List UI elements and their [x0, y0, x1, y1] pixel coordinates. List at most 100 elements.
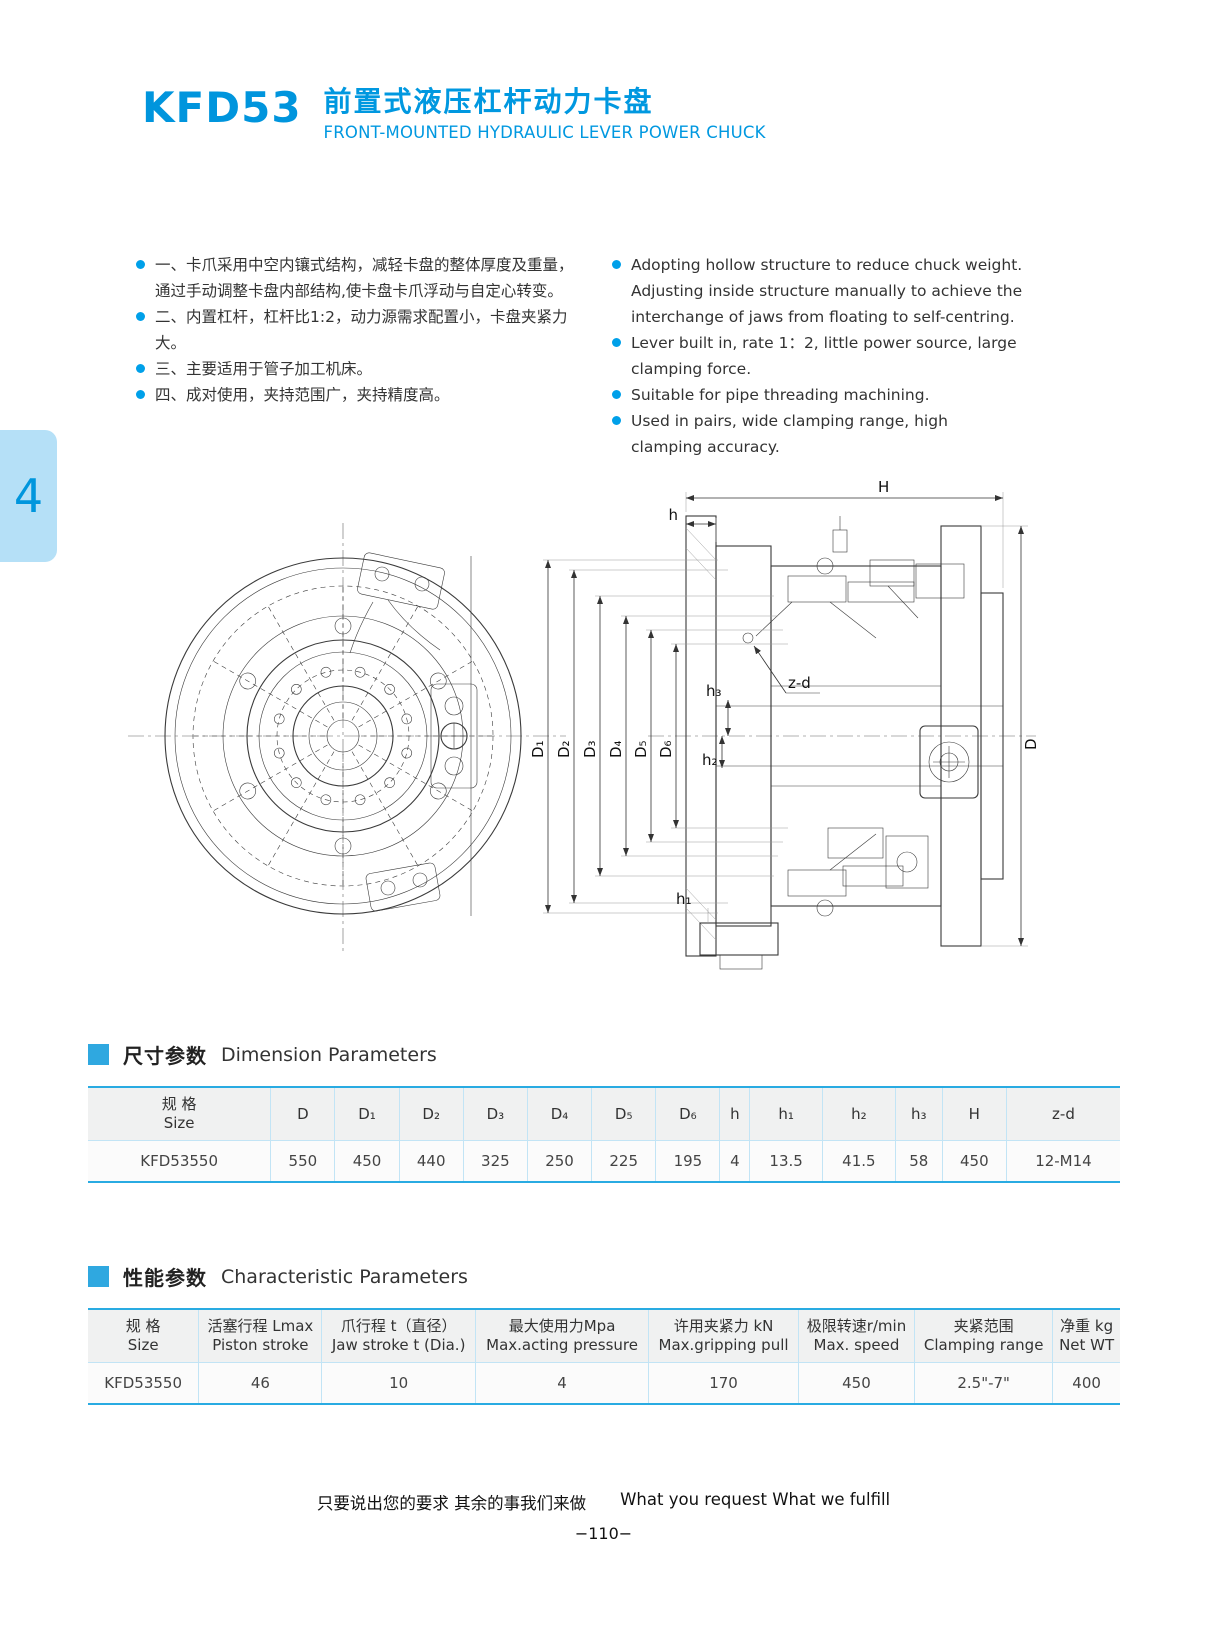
table-cell: 250	[526, 1140, 593, 1183]
table-cell: 195	[655, 1140, 721, 1183]
bullet-icon	[612, 260, 621, 269]
bullet-icon	[136, 260, 145, 269]
column-header: 爪行程 t（直径）Jaw stroke t (Dia.)	[321, 1308, 476, 1363]
table-cell: 450	[334, 1140, 400, 1183]
column-header: D	[270, 1086, 336, 1141]
characteristic-section-heading: 性能参数 Characteristic Parameters	[88, 1262, 468, 1291]
table-cell: KFD53550	[88, 1362, 200, 1405]
dim-label-d5: D₅	[632, 740, 650, 758]
table-cell: 2.5"-7"	[914, 1362, 1054, 1405]
bolt-holes-inner	[273, 666, 413, 806]
technical-drawing: D₁ D₂ D₃ D₄ D₅ D₆ H h D	[88, 468, 1133, 1026]
dimension-section-title-en: Dimension Parameters	[221, 1043, 437, 1066]
dimension-lines: D₁ D₂ D₃ D₄ D₅ D₆ H h D	[529, 478, 1040, 947]
table-cell: 325	[462, 1140, 528, 1183]
table-cell: 170	[648, 1362, 799, 1405]
feature-item: Suitable for pipe threading machining.	[612, 382, 1024, 408]
chapter-number: 4	[13, 469, 44, 523]
table-cell: 10	[321, 1362, 476, 1405]
column-header: h₃	[894, 1086, 943, 1141]
table-cell: 13.5	[749, 1140, 823, 1183]
column-header: h₁	[749, 1086, 823, 1141]
feature-text: 一、卡爪采用中空内镶式结构，减轻卡盘的整体厚度及重量，通过手动调整卡盘内部结构,…	[155, 256, 574, 300]
feature-text: Lever built in, rate 1：2, little power s…	[631, 334, 1017, 378]
product-title-cn: 前置式液压杠杆动力卡盘	[323, 85, 654, 118]
table-cell: 12-M14	[1005, 1140, 1120, 1183]
dim-label-h-cap: H	[878, 478, 889, 496]
table-cell: 450	[797, 1362, 916, 1405]
column-header: D₁	[334, 1086, 400, 1141]
dim-label-d3: D₃	[581, 740, 599, 758]
dim-label-d: D	[1022, 738, 1040, 750]
table-cell: 450	[941, 1140, 1007, 1183]
table-cell: 225	[591, 1140, 657, 1183]
table-cell: 4	[474, 1362, 650, 1405]
bullet-icon	[612, 416, 621, 425]
feature-list-cn: 一、卡爪采用中空内镶式结构，减轻卡盘的整体厚度及重量，通过手动调整卡盘内部结构,…	[136, 252, 588, 408]
dim-label-h2: h₂	[702, 751, 718, 769]
column-header: D₄	[526, 1086, 593, 1141]
dim-label-h: h	[668, 506, 678, 524]
dim-label-h3: h₃	[706, 682, 722, 700]
page-header: KFD53 前置式液压杠杆动力卡盘 FRONT-MOUNTED HYDRAULI…	[142, 83, 766, 143]
feature-text: 三、主要适用于管子加工机床。	[155, 360, 373, 378]
dim-label-d1: D₁	[529, 740, 547, 758]
column-header: D₆	[655, 1086, 721, 1141]
feature-item: 一、卡爪采用中空内镶式结构，减轻卡盘的整体厚度及重量，通过手动调整卡盘内部结构,…	[136, 252, 588, 304]
feature-list-en: Adopting hollow structure to reduce chuc…	[612, 252, 1024, 460]
footer-slogan: 只要说出您的要求 其余的事我们来做 What you request What …	[0, 1490, 1207, 1514]
table-cell: 41.5	[822, 1140, 896, 1183]
feature-text: Adopting hollow structure to reduce chuc…	[631, 256, 1023, 326]
dim-label-zd: z-d	[788, 674, 811, 692]
chuck-drawing-svg: D₁ D₂ D₃ D₄ D₅ D₆ H h D	[128, 478, 1040, 970]
slogan-en: What you request What we fulfill	[620, 1490, 891, 1509]
slogan-cn: 只要说出您的要求 其余的事我们来做	[316, 1494, 587, 1513]
column-header: H	[941, 1086, 1007, 1141]
bolt-holes-outer	[239, 617, 447, 855]
dim-label-d4: D₄	[607, 740, 625, 758]
table-cell: KFD53550	[88, 1140, 272, 1183]
feature-item: 四、成对使用，夹持范围广，夹持精度高。	[136, 382, 588, 408]
dim-label-d2: D₂	[555, 740, 573, 758]
characteristic-section-title-cn: 性能参数	[123, 1266, 207, 1290]
table-cell: 4	[719, 1140, 751, 1183]
model-number: KFD53	[142, 83, 302, 132]
feature-item: Used in pairs, wide clamping range, high…	[612, 408, 1024, 460]
feature-item: Adopting hollow structure to reduce chuc…	[612, 252, 1024, 330]
dim-label-h1: h₁	[676, 890, 692, 908]
characteristic-section-title-en: Characteristic Parameters	[221, 1265, 468, 1288]
bullet-icon	[136, 312, 145, 321]
table-cell: 46	[198, 1362, 323, 1405]
table-cell: 440	[398, 1140, 464, 1183]
column-header: h₂	[822, 1086, 896, 1141]
bullet-icon	[612, 338, 621, 347]
feature-text: 二、内置杠杆，杠杆比1:2，动力源需求配置小，卡盘夹紧力大。	[155, 308, 568, 352]
feature-text: 四、成对使用，夹持范围广，夹持精度高。	[155, 386, 450, 404]
table-cell: 58	[894, 1140, 943, 1183]
dimension-section-title-cn: 尺寸参数	[123, 1044, 207, 1068]
section-marker-icon	[88, 1044, 109, 1065]
product-title-en: FRONT-MOUNTED HYDRAULIC LEVER POWER CHUC…	[323, 123, 766, 143]
feature-item: 三、主要适用于管子加工机床。	[136, 356, 588, 382]
feature-text: Suitable for pipe threading machining.	[631, 386, 930, 404]
radial-lines	[193, 586, 493, 886]
column-header: h	[719, 1086, 751, 1141]
bullet-icon	[136, 390, 145, 399]
chapter-tab[interactable]: 4	[0, 430, 57, 562]
